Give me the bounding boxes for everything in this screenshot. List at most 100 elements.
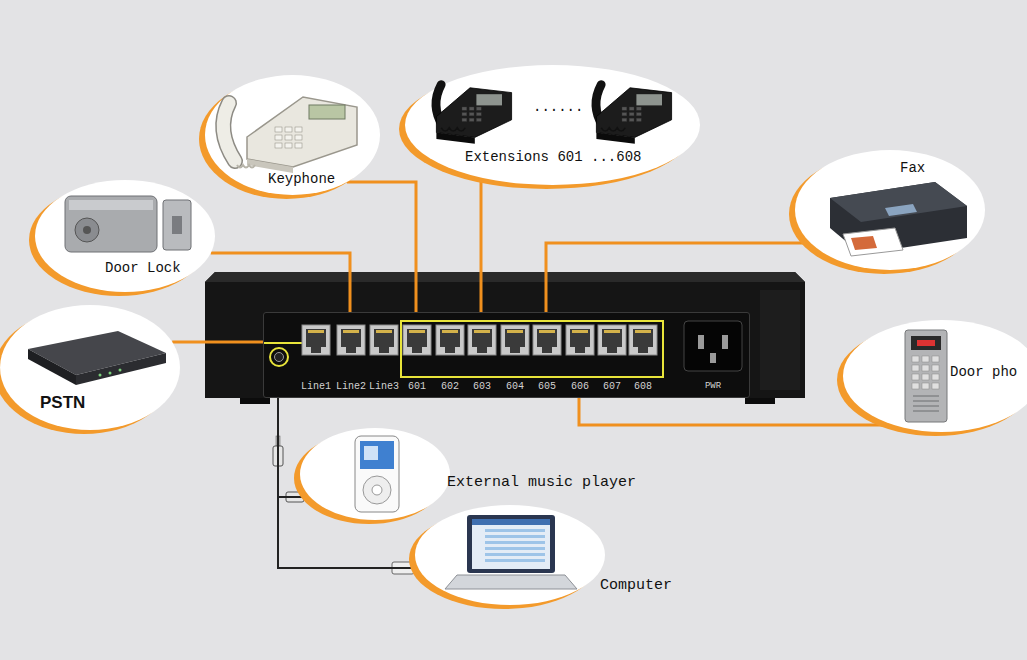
device-illustration-part bbox=[237, 165, 255, 168]
device-illustration-part bbox=[636, 118, 641, 121]
device-bubble: PSTN bbox=[0, 305, 180, 430]
pbx-ports-part bbox=[542, 347, 552, 353]
device-illustration-part bbox=[35, 180, 215, 292]
device-illustration-part bbox=[922, 365, 929, 371]
device-illustration-part bbox=[285, 143, 292, 148]
pbx-ports-part bbox=[409, 330, 425, 333]
pbx-ports-part bbox=[442, 330, 458, 333]
pbx-ports-part bbox=[698, 335, 704, 349]
housing-foot bbox=[240, 398, 270, 404]
pbx-ports-part bbox=[379, 347, 389, 353]
device-illustration-part bbox=[913, 396, 939, 397]
pbx-ports-part bbox=[401, 321, 663, 377]
device-illustration-part bbox=[485, 529, 545, 532]
device-illustration-part bbox=[913, 406, 939, 407]
device-illustration-part bbox=[172, 216, 182, 234]
cable-connector bbox=[172, 341, 263, 344]
device-illustration-part bbox=[629, 107, 634, 110]
device-illustration-part bbox=[300, 428, 450, 520]
pbx-ports-part bbox=[570, 329, 590, 347]
device-illustration-part bbox=[472, 519, 550, 525]
device-illustration-part bbox=[469, 113, 474, 116]
device-illustration-part bbox=[485, 535, 545, 538]
device-illustration-part bbox=[911, 336, 941, 350]
device-illustration-part bbox=[360, 441, 394, 469]
port-label: 604 bbox=[506, 381, 524, 393]
port-label: 601 bbox=[408, 381, 426, 393]
cable-connector bbox=[347, 182, 416, 312]
device-illustration-part bbox=[0, 305, 180, 430]
device-illustration-part bbox=[247, 97, 357, 167]
device-illustration-part bbox=[636, 94, 662, 105]
device-label: External music player bbox=[447, 474, 636, 492]
port-label: 608 bbox=[634, 381, 652, 393]
device-illustration-part bbox=[917, 340, 935, 346]
device-illustration-part bbox=[629, 113, 634, 116]
pbx-ports-part bbox=[635, 330, 651, 333]
pbx-ports-part bbox=[507, 330, 523, 333]
device-illustration-part bbox=[275, 143, 282, 148]
device-label: Door pho bbox=[950, 364, 1017, 381]
device-bubble: ...... Extensions 601 ...608 bbox=[405, 65, 700, 187]
device-illustration-part bbox=[622, 118, 627, 121]
device-label: ...... bbox=[533, 99, 583, 116]
pbx-ports-part bbox=[275, 353, 284, 362]
cable-connector bbox=[211, 253, 350, 312]
pbx-ports-part bbox=[629, 325, 657, 355]
device-illustration-part bbox=[851, 236, 877, 250]
device-illustration-part bbox=[932, 356, 939, 362]
device-illustration-part bbox=[467, 515, 555, 573]
pbx-ports-part bbox=[412, 347, 422, 353]
port-label: PWR bbox=[705, 381, 721, 392]
pbx-ports-part bbox=[710, 353, 716, 363]
device-illustration-part bbox=[462, 113, 467, 116]
device-illustration-part bbox=[372, 485, 382, 495]
device-illustration-part bbox=[363, 476, 391, 504]
pbx-ports-part bbox=[510, 347, 520, 353]
device-illustration-part bbox=[405, 65, 700, 185]
port-label: Line3 bbox=[369, 381, 399, 393]
device-illustration-part bbox=[629, 118, 634, 121]
pbx-ports-part bbox=[537, 329, 557, 347]
pbx-ports-part bbox=[604, 330, 620, 333]
device-label: Computer bbox=[600, 577, 672, 595]
device-illustration-part bbox=[28, 349, 76, 385]
device-illustration-part bbox=[223, 103, 235, 161]
device-illustration-part bbox=[905, 330, 947, 422]
device-illustration-part bbox=[843, 228, 903, 256]
device-illustration-part bbox=[69, 200, 153, 210]
device-label: Fax bbox=[900, 160, 925, 177]
housing-foot bbox=[745, 398, 775, 404]
pbx-ports-part bbox=[440, 329, 460, 347]
pbx-ports-part bbox=[376, 330, 392, 333]
device-illustration-part bbox=[922, 383, 929, 389]
device-illustration-part bbox=[913, 401, 939, 402]
device-illustration-part bbox=[476, 94, 502, 105]
device-illustration-part bbox=[275, 135, 282, 140]
device-label: Extensions 601 ...608 bbox=[465, 149, 641, 166]
device-illustration-part bbox=[223, 103, 235, 161]
device-illustration-part bbox=[364, 446, 378, 460]
device-illustration-part bbox=[295, 135, 302, 140]
pbx-ports-part bbox=[445, 347, 455, 353]
device-illustration-part bbox=[445, 575, 577, 589]
device-illustration-part bbox=[476, 118, 481, 121]
device-illustration-part bbox=[485, 541, 545, 544]
device-illustration-part bbox=[109, 372, 112, 375]
device-illustration-part bbox=[415, 505, 605, 605]
device-illustration-part bbox=[436, 88, 511, 138]
pbx-ports-part bbox=[306, 329, 326, 347]
device-illustration-part bbox=[476, 107, 481, 110]
device-illustration-part bbox=[76, 353, 166, 385]
device-illustration-part bbox=[436, 85, 512, 144]
pbx-ports-part bbox=[472, 329, 492, 347]
device-illustration-part bbox=[913, 411, 939, 412]
pbx-ports-part bbox=[598, 325, 626, 355]
device-illustration-part bbox=[436, 133, 474, 144]
device-illustration-part bbox=[285, 127, 292, 132]
device-illustration-part bbox=[485, 559, 545, 562]
pbx-ports-part bbox=[572, 330, 588, 333]
port-label: 607 bbox=[603, 381, 621, 393]
device-illustration-part bbox=[912, 374, 919, 380]
device-illustration-part bbox=[441, 128, 465, 131]
